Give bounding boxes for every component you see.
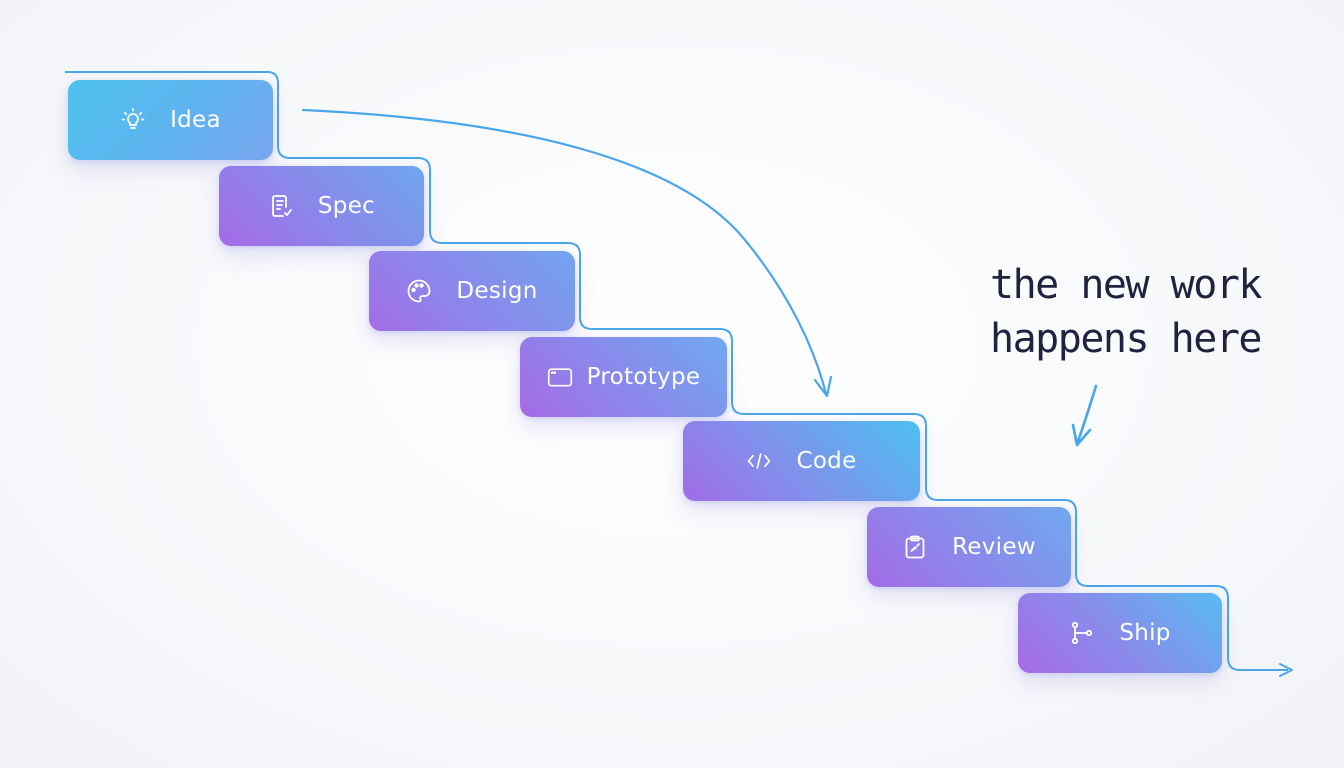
step-label: Prototype [586,364,701,390]
step-review: Review [867,507,1071,587]
checked-document-icon [268,193,294,219]
lightbulb-icon [120,107,146,133]
annotation-line-2: happens here [990,316,1262,362]
code-brackets-icon [746,448,772,474]
handwritten-annotation: the new work happens here [990,258,1290,366]
annotation-arrow [1075,384,1098,446]
browser-window-icon [547,364,573,390]
step-spec: Spec [219,166,424,246]
step-ship: Ship [1018,593,1222,673]
palette-icon [406,278,432,304]
step-label: Review [952,534,1036,560]
curved-arrow-head [813,375,833,398]
annotation-line-1: the new work [990,262,1262,308]
step-code: Code [683,421,920,501]
annotation-arrow-head [1071,423,1092,447]
step-idea: Idea [68,80,273,160]
step-label: Code [796,448,857,474]
step-prototype: Prototype [520,337,727,417]
step-label: Idea [170,107,221,133]
git-branch-icon [1069,620,1095,646]
clipboard-check-icon [902,534,928,560]
staircase-end-arrowhead [1279,663,1293,677]
step-label: Spec [317,193,376,219]
step-design: Design [369,251,575,331]
step-label: Ship [1119,620,1171,646]
step-label: Design [456,278,538,304]
